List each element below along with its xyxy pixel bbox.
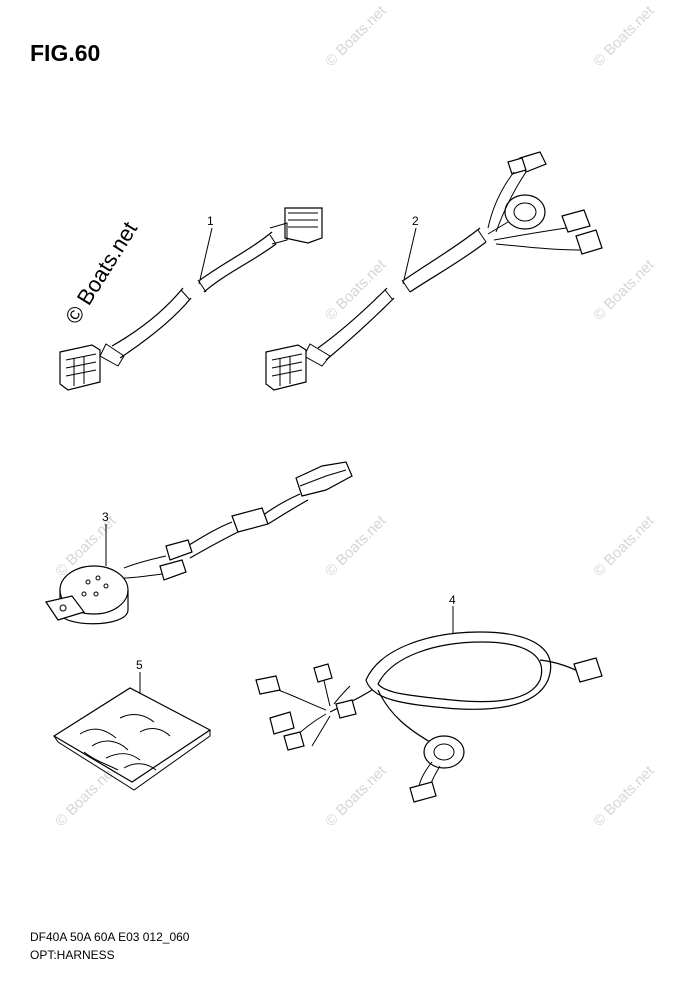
callout-2-leader [402,227,417,285]
part-3-buzzer[interactable] [45,461,353,625]
diagram-code: DF40A 50A 60A E03 012_060 [30,930,190,944]
callout-5: 5 [136,658,143,672]
part-4-harness[interactable] [255,631,603,803]
part-1-harness[interactable] [59,207,323,391]
part-5-bag[interactable] [52,687,212,791]
part-2-harness[interactable] [265,151,603,391]
callout-1: 1 [207,214,214,228]
callout-1-leader [198,227,213,285]
callout-3: 3 [102,510,109,524]
callout-4: 4 [449,593,456,607]
callout-2: 2 [412,214,419,228]
figure-title: FIG.60 [30,40,101,66]
diagram-name: OPT:HARNESS [30,948,115,962]
